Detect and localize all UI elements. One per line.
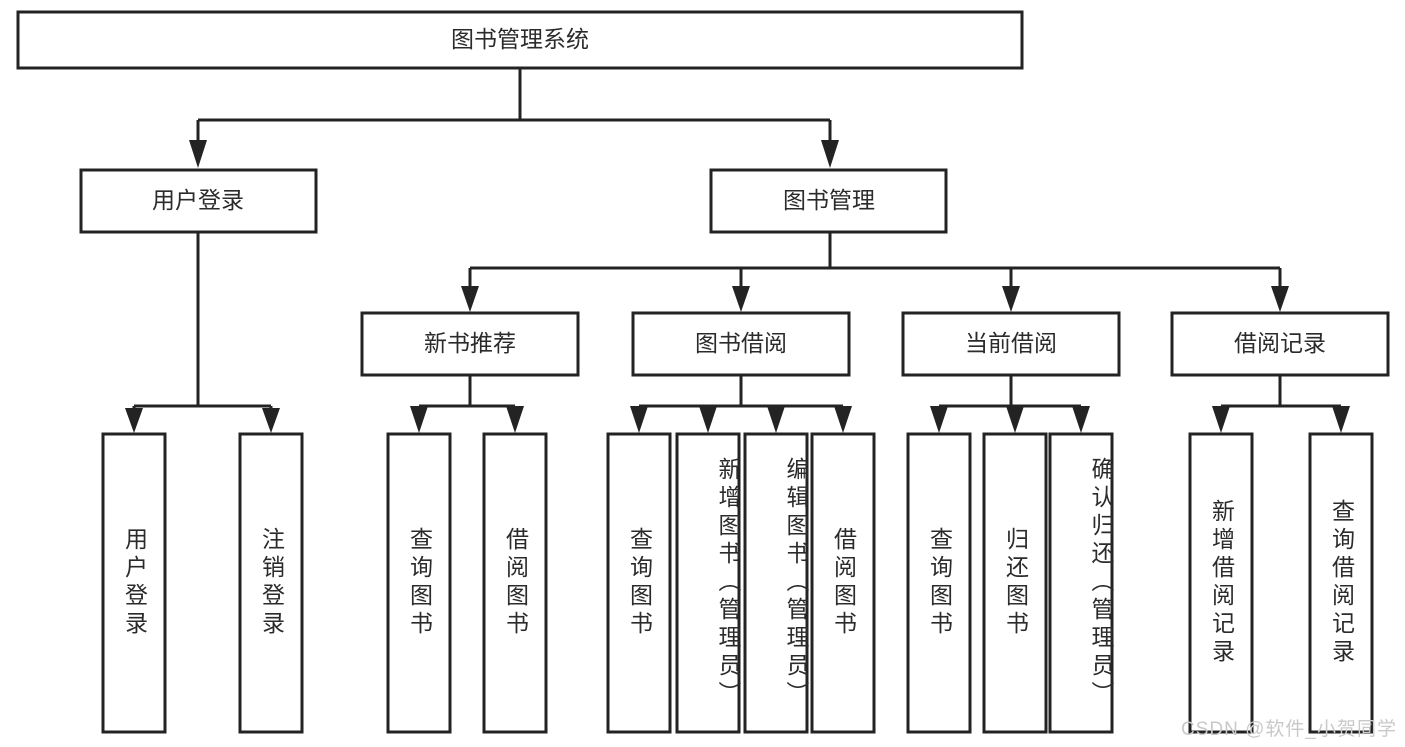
- node-root-box[interactable]: [16, 10, 1024, 70]
- node-user-login-box[interactable]: [79, 168, 318, 234]
- arrowhead-borrow-record: [1271, 286, 1289, 312]
- arrowhead-leaf-add-record: [1212, 406, 1230, 433]
- leaf-box-query-book-2[interactable]: [606, 432, 672, 734]
- leaf-box-borrow-book-2[interactable]: [810, 432, 876, 734]
- node-new-book-rec-label: 新书推荐: [424, 330, 516, 356]
- arrowhead-leaf-return-book: [1006, 406, 1024, 433]
- arrowhead-leaf-borrow-book-2: [834, 406, 852, 433]
- connectors-book-borrow-to-leaves: [630, 375, 852, 433]
- node-current-borrow-box[interactable]: [901, 311, 1121, 377]
- leaf-box-confirm-return[interactable]: [1048, 432, 1114, 734]
- leaf-box-query-book-3[interactable]: [906, 432, 972, 734]
- leaf-box-borrow-book-1[interactable]: [482, 432, 548, 734]
- arrowhead-user-login: [189, 140, 207, 168]
- arrowhead-leaf-edit-book: [767, 406, 785, 433]
- node-root-label: 图书管理系统: [451, 26, 589, 52]
- leaf-box-query-book-1[interactable]: [386, 432, 452, 734]
- connectors-new-book-rec-to-leaves: [410, 375, 524, 433]
- node-book-borrow-box[interactable]: [631, 311, 851, 377]
- csdn-watermark: CSDN @软件_小贺同学: [1181, 719, 1397, 740]
- leaf-box-query-record[interactable]: [1308, 432, 1374, 734]
- arrowhead-leaf-borrow-book-1: [506, 406, 524, 433]
- arrowhead-leaf-confirm-return: [1072, 406, 1090, 433]
- node-user-login[interactable]: 用户登录: [79, 168, 318, 234]
- connectors-book-manage-to-level3: [461, 232, 1289, 312]
- connectors-borrow-record-to-leaves: [1212, 375, 1350, 433]
- leaf-box-user-login[interactable]: [101, 432, 167, 734]
- leaf-box-edit-book[interactable]: [743, 432, 809, 734]
- leaf-box-add-record[interactable]: [1188, 432, 1254, 734]
- leaf-box-logout[interactable]: [238, 432, 304, 734]
- node-new-book-rec[interactable]: 新书推荐: [360, 311, 580, 377]
- arrowhead-leaf-query-book-2: [630, 406, 648, 433]
- node-borrow-record-box[interactable]: [1170, 311, 1390, 377]
- node-book-manage[interactable]: 图书管理: [709, 168, 948, 234]
- arrowhead-leaf-user-login: [125, 408, 143, 433]
- arrowhead-book-borrow: [732, 286, 750, 312]
- node-borrow-record-label: 借阅记录: [1234, 330, 1326, 356]
- node-new-book-rec-box[interactable]: [360, 311, 580, 377]
- node-current-borrow-label: 当前借阅: [965, 330, 1057, 356]
- node-book-manage-label: 图书管理: [783, 187, 875, 213]
- node-root[interactable]: 图书管理系统: [16, 10, 1024, 70]
- node-book-borrow[interactable]: 图书借阅: [631, 311, 851, 377]
- connectors-root-to-level2: [189, 68, 839, 168]
- arrowhead-leaf-query-book-3: [930, 406, 948, 433]
- node-user-login-label: 用户登录: [152, 187, 244, 213]
- connectors-current-borrow-to-leaves: [930, 375, 1090, 433]
- arrowhead-book-manage: [821, 140, 839, 168]
- node-book-manage-box[interactable]: [709, 168, 948, 234]
- arrowhead-leaf-add-book: [699, 406, 717, 433]
- node-borrow-record[interactable]: 借阅记录: [1170, 311, 1390, 377]
- node-book-borrow-label: 图书借阅: [695, 330, 787, 356]
- arrowhead-new-book-rec: [461, 286, 479, 312]
- node-current-borrow[interactable]: 当前借阅: [901, 311, 1121, 377]
- arrowhead-leaf-logout: [262, 408, 280, 433]
- arrowhead-leaf-query-record: [1332, 406, 1350, 433]
- leaf-box-add-book[interactable]: [675, 432, 741, 734]
- connectors-user-login-to-leaves: [125, 232, 280, 433]
- leaf-boxes: [101, 432, 1374, 734]
- arrowhead-current-borrow: [1002, 286, 1020, 312]
- leaf-box-return-book[interactable]: [982, 432, 1048, 734]
- arrowhead-leaf-query-book-1: [410, 406, 428, 433]
